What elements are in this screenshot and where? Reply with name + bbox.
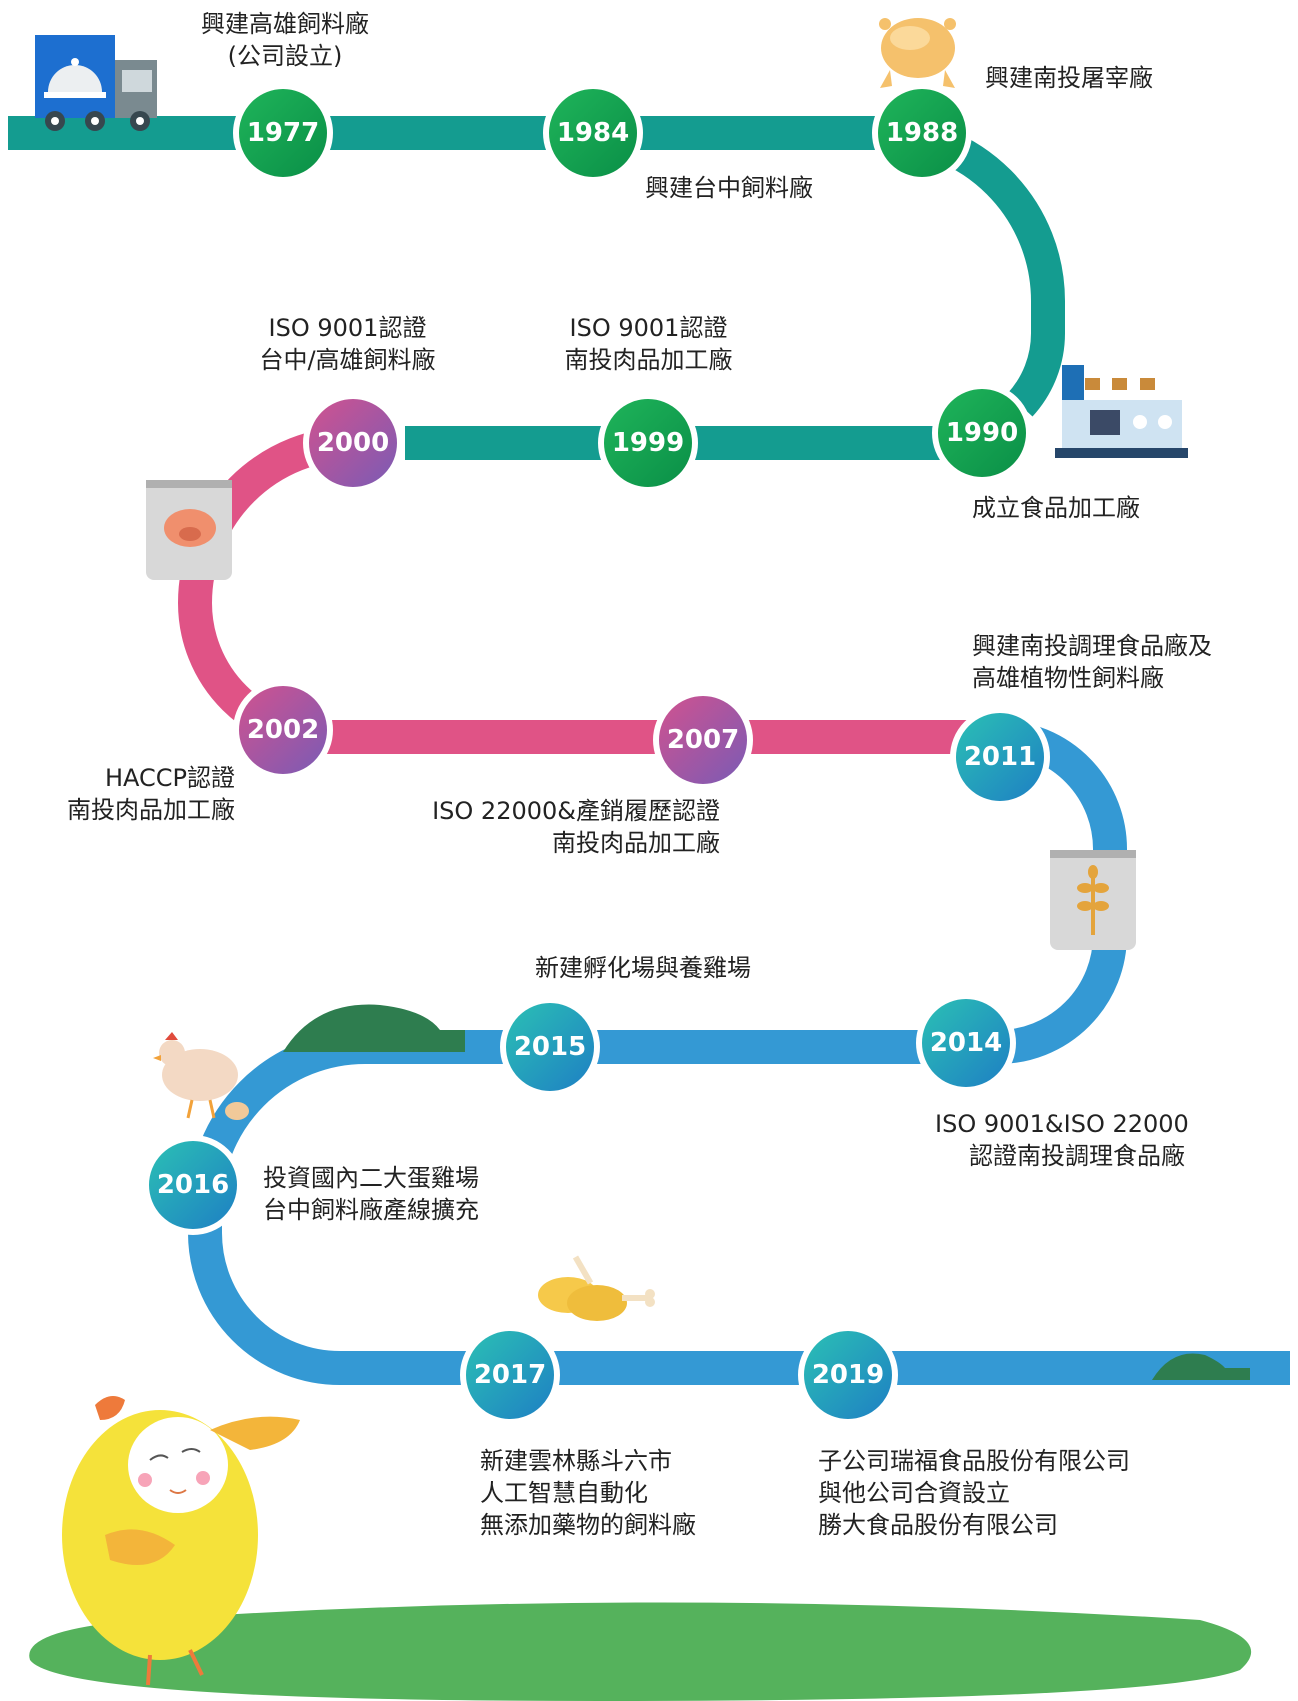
milestone-text-line: 興建台中飼料廠 (645, 174, 813, 202)
grain-feed-bag-icon (1050, 850, 1136, 950)
milestone-label-2017: 新建雲林縣斗六市人工智慧自動化無添加藥物的飼料廠 (480, 1445, 696, 1541)
hen-with-eggs-icon (153, 1032, 249, 1120)
milestone-text-line: 認證南投調理食品廠 (969, 1142, 1185, 1170)
delivery-truck-icon (35, 35, 157, 131)
chicken-drumstick-icon (538, 1255, 655, 1321)
milestone-label-2015: 新建孵化場與養雞場 (535, 952, 751, 984)
milestone-text-line: 人工智慧自動化 (480, 1479, 648, 1507)
milestone-text-line: 南投肉品加工廠 (564, 346, 733, 374)
milestone-label-2016: 投資國內二大蛋雞場台中飼料廠產線擴充 (263, 1162, 479, 1226)
milestone-text-line: 新建雲林縣斗六市 (480, 1447, 672, 1475)
milestone-text-line: 南投肉品加工廠 (552, 829, 720, 857)
milestone-text-line: 無添加藥物的飼料廠 (480, 1511, 696, 1539)
milestone-text-line: ISO 22000&產銷履歷認證 (432, 797, 720, 825)
milestone-text-line: 南投肉品加工廠 (67, 796, 235, 824)
year-node-2002: 2002 (233, 680, 333, 780)
milestone-label-2014: ISO 9001&ISO 22000 認證南投調理食品廠 (935, 1108, 1189, 1172)
milestone-label-1999: ISO 9001認證南投肉品加工廠 (556, 312, 741, 376)
milestone-text-line: 與他公司合資設立 (818, 1479, 1010, 1507)
roast-chicken-icon (879, 18, 956, 88)
lemon-chick-mascot-icon (62, 1396, 300, 1686)
milestone-text-line: 子公司瑞福食品股份有限公司 (818, 1447, 1130, 1475)
year-node-2011: 2011 (950, 707, 1050, 807)
milestone-label-1984: 興建台中飼料廠 (645, 172, 813, 204)
year-node-1977: 1977 (233, 83, 333, 183)
milestone-text-line: ISO 9001認證 (569, 314, 728, 342)
milestone-label-2000: ISO 9001認證台中/高雄飼料廠 (250, 312, 445, 376)
milestone-text-line: 成立食品加工廠 (972, 494, 1140, 522)
milestone-text-line: 勝大食品股份有限公司 (818, 1511, 1058, 1539)
milestone-text-line: (公司設立) (227, 42, 343, 70)
milestone-text-line: 投資國內二大蛋雞場 (263, 1164, 479, 1192)
milestone-text-line: 興建高雄飼料廠 (201, 10, 369, 38)
year-node-2000: 2000 (303, 393, 403, 493)
food-factory-icon (1055, 365, 1188, 458)
year-node-1999: 1999 (598, 393, 698, 493)
milestone-label-2019: 子公司瑞福食品股份有限公司與他公司合資設立勝大食品股份有限公司 (818, 1445, 1130, 1541)
blue-path-segment (188, 720, 1290, 1385)
milestone-label-1988: 興建南投屠宰廠 (985, 62, 1153, 94)
year-node-2016: 2016 (143, 1135, 243, 1235)
hill-left (283, 1004, 465, 1052)
year-node-2015: 2015 (500, 997, 600, 1097)
milestone-text-line: 台中飼料廠產線擴充 (263, 1196, 479, 1224)
year-node-1990: 1990 (932, 383, 1032, 483)
milestone-label-2002: HACCP認證南投肉品加工廠 (45, 762, 235, 826)
milestone-label-1990: 成立食品加工廠 (972, 492, 1140, 524)
milestone-label-2007: ISO 22000&產銷履歷認證南投肉品加工廠 (415, 795, 720, 859)
milestone-text-line: ISO 9001&ISO 22000 (935, 1110, 1189, 1138)
year-node-2017: 2017 (460, 1325, 560, 1425)
milestone-text-line: 興建南投調理食品廠及 (972, 632, 1212, 660)
milestone-text-line: ISO 9001認證 (268, 314, 427, 342)
milestone-text-line: 台中/高雄飼料廠 (259, 346, 436, 374)
milestone-label-1977: 興建高雄飼料廠 (公司設立) (185, 8, 385, 72)
teal-path-segment (8, 116, 1066, 417)
year-node-1984: 1984 (543, 83, 643, 183)
milestone-label-2011: 興建南投調理食品廠及高雄植物性飼料廠 (972, 630, 1212, 694)
milestone-text-line: 興建南投屠宰廠 (985, 64, 1153, 92)
milestone-text-line: 高雄植物性飼料廠 (972, 664, 1164, 692)
grass-ground (29, 1602, 1252, 1701)
milestone-text-line: HACCP認證 (104, 764, 235, 792)
year-node-2014: 2014 (916, 993, 1016, 1093)
milestone-text-line: 新建孵化場與養雞場 (535, 954, 751, 982)
pork-feed-bag-icon (146, 480, 232, 580)
hill-right (1152, 1353, 1250, 1380)
year-node-2019: 2019 (798, 1325, 898, 1425)
year-node-2007: 2007 (653, 690, 753, 790)
year-node-1988: 1988 (872, 83, 972, 183)
